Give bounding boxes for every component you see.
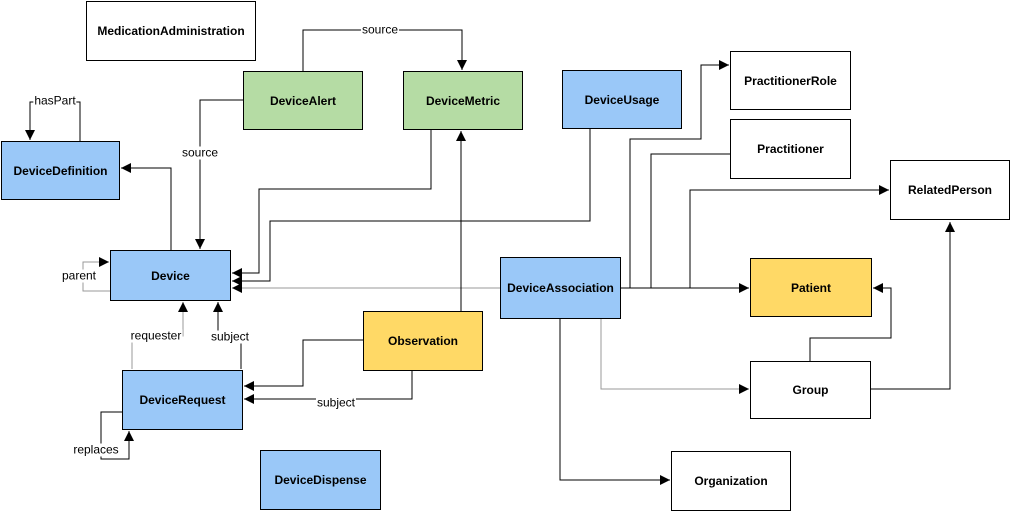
edge-association-organization xyxy=(559,319,670,485)
node-device-usage[interactable]: DeviceUsage xyxy=(562,70,682,129)
node-practitioner-role[interactable]: PractitionerRole xyxy=(730,51,851,110)
edge-group-patient xyxy=(809,283,892,361)
node-device-dispense[interactable]: DeviceDispense xyxy=(260,450,381,510)
edge-association-practitionerrole xyxy=(629,60,729,288)
node-medication-administration[interactable]: MedicationAdministration xyxy=(86,1,256,61)
edge-label-request-subject-device: subject xyxy=(209,329,251,344)
node-device-association[interactable]: DeviceAssociation xyxy=(500,257,621,319)
edge-metric-device xyxy=(232,130,432,278)
node-organization[interactable]: Organization xyxy=(671,451,791,511)
node-device-alert[interactable]: DeviceAlert xyxy=(243,71,363,130)
edge-request-replaces-loop xyxy=(100,411,134,460)
edge-label-request-requester-device: requester xyxy=(129,328,183,343)
node-device[interactable]: Device xyxy=(110,250,231,301)
edge-label-observation-subject-request: subject xyxy=(315,395,357,410)
edge-association-practitioner xyxy=(650,153,730,288)
edge-label-device-parent-loop: parent xyxy=(60,268,98,283)
node-patient[interactable]: Patient xyxy=(750,258,872,317)
node-device-request[interactable]: DeviceRequest xyxy=(122,370,243,430)
edge-association-relatedperson xyxy=(689,185,889,288)
node-group[interactable]: Group xyxy=(750,361,871,419)
node-observation[interactable]: Observation xyxy=(363,311,483,371)
edge-observation-request xyxy=(244,339,363,391)
edge-definition-haspart-loop xyxy=(25,101,81,141)
node-related-person[interactable]: RelatedPerson xyxy=(890,160,1010,220)
edge-label-alert-source-metric: source xyxy=(360,22,400,37)
edge-label-request-replaces-loop: replaces xyxy=(72,442,120,457)
edge-alert-source-device xyxy=(195,99,243,249)
edge-label-alert-source-device: source xyxy=(180,145,220,160)
edge-device-definition-link xyxy=(121,163,172,250)
node-practitioner[interactable]: Practitioner xyxy=(730,119,851,179)
edge-association-group xyxy=(600,319,749,394)
edge-group-relatedperson xyxy=(871,222,955,390)
edge-observation-subject-request xyxy=(244,371,413,404)
edge-label-definition-haspart-loop: hasPart xyxy=(33,93,77,108)
node-device-definition[interactable]: DeviceDefinition xyxy=(1,141,120,200)
edge-usage-device xyxy=(232,129,591,286)
node-device-metric[interactable]: DeviceMetric xyxy=(403,71,523,130)
